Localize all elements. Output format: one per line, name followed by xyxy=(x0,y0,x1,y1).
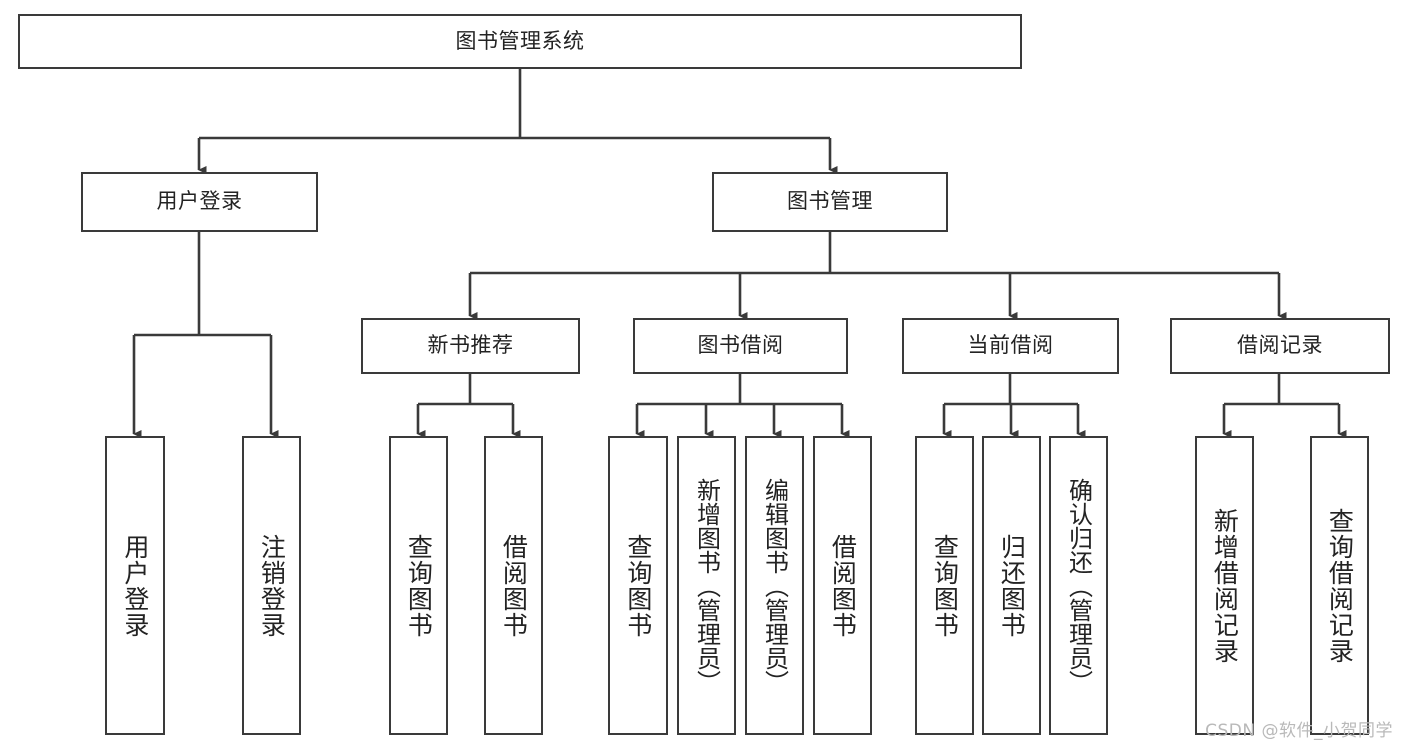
node-label: 当前借阅 xyxy=(967,333,1054,358)
node-label: 借阅图书 xyxy=(828,533,858,638)
node-label: 图书管理 xyxy=(787,189,873,214)
node-label: 确认归还（管理员） xyxy=(1064,477,1093,694)
node-leaf-borrow-book-recommend[interactable]: 借阅图书 xyxy=(484,436,543,735)
csdn-watermark: CSDN @软件_小贺同学 xyxy=(1205,721,1393,741)
node-label: 图书借阅 xyxy=(697,333,784,358)
node-label: 查询图书 xyxy=(623,533,653,638)
node-leaf-return-book[interactable]: 归还图书 xyxy=(982,436,1041,735)
node-leaf-confirm-return[interactable]: 确认归还（管理员） xyxy=(1049,436,1108,735)
node-leaf-query-book-current[interactable]: 查询图书 xyxy=(915,436,974,735)
node-label: 借阅记录 xyxy=(1237,333,1323,358)
node-root[interactable]: 图书管理系统 xyxy=(18,14,1022,69)
node-borrow-record[interactable]: 借阅记录 xyxy=(1170,318,1390,374)
node-leaf-edit-book[interactable]: 编辑图书（管理员） xyxy=(745,436,804,735)
node-book-borrow[interactable]: 图书借阅 xyxy=(633,318,848,374)
node-label: 新增借阅记录 xyxy=(1210,507,1240,664)
node-label: 新书推荐 xyxy=(427,333,514,358)
node-label: 用户登录 xyxy=(120,533,150,638)
node-label: 查询图书 xyxy=(930,533,960,638)
node-label: 用户登录 xyxy=(156,189,243,214)
node-user-login[interactable]: 用户登录 xyxy=(81,172,318,232)
node-leaf-add-record[interactable]: 新增借阅记录 xyxy=(1195,436,1254,735)
node-leaf-query-book-recommend[interactable]: 查询图书 xyxy=(389,436,448,735)
node-book-manage[interactable]: 图书管理 xyxy=(712,172,948,232)
node-leaf-user-login[interactable]: 用户登录 xyxy=(105,436,165,735)
node-leaf-logout[interactable]: 注销登录 xyxy=(242,436,301,735)
node-label: 归还图书 xyxy=(997,533,1027,638)
node-leaf-borrow-book[interactable]: 借阅图书 xyxy=(813,436,872,735)
node-leaf-query-record[interactable]: 查询借阅记录 xyxy=(1310,436,1369,735)
node-leaf-add-book[interactable]: 新增图书（管理员） xyxy=(677,436,736,735)
node-current-borrow[interactable]: 当前借阅 xyxy=(902,318,1119,374)
node-new-book-recommend[interactable]: 新书推荐 xyxy=(361,318,580,374)
node-leaf-query-book-borrow[interactable]: 查询图书 xyxy=(608,436,668,735)
node-label: 注销登录 xyxy=(257,533,287,638)
node-label: 编辑图书（管理员） xyxy=(760,477,789,694)
node-label: 查询图书 xyxy=(404,533,434,638)
node-label: 借阅图书 xyxy=(499,533,529,638)
node-label: 查询借阅记录 xyxy=(1325,507,1355,664)
node-label: 新增图书（管理员） xyxy=(692,477,721,694)
node-label: 图书管理系统 xyxy=(455,28,585,53)
